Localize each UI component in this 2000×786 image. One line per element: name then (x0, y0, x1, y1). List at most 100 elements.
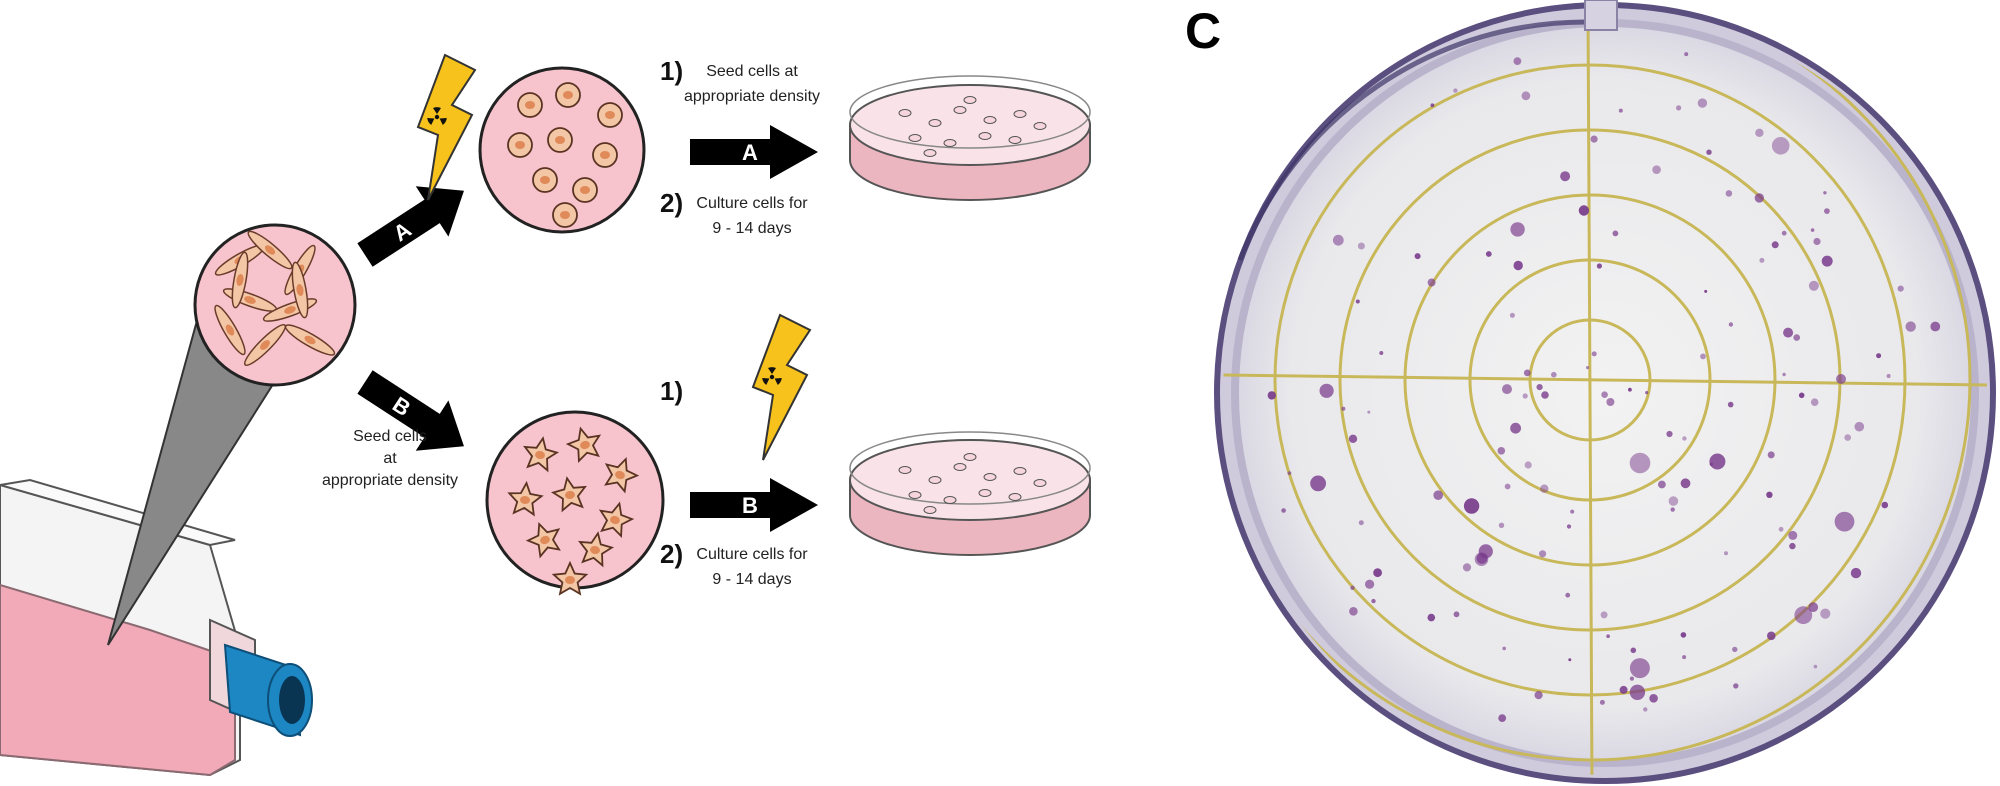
stained-colony (1365, 579, 1375, 589)
cell (532, 167, 558, 193)
cell (550, 476, 587, 513)
path-a: A 1) Seed cells at appropriate density A (357, 53, 1091, 267)
stained-colony (1727, 401, 1734, 408)
path-a-step2-line2: 9 - 14 days (712, 220, 791, 237)
stained-colony (1551, 371, 1557, 378)
stained-colony (1498, 714, 1507, 722)
colony (943, 139, 957, 147)
colony (978, 132, 992, 140)
colony (943, 496, 957, 504)
stained-colony (1930, 321, 1941, 332)
colony (898, 466, 912, 474)
stained-colony (1680, 478, 1691, 489)
stained-colony (1433, 490, 1443, 501)
petri-dish-a (849, 75, 1091, 201)
lightning-bolt-icon (751, 313, 812, 461)
colony (1033, 122, 1047, 130)
stained-colony (1513, 57, 1522, 65)
colony (1013, 110, 1027, 118)
cell (598, 501, 635, 538)
stained-colony (1355, 299, 1360, 304)
stained-colony (1565, 592, 1571, 598)
fibroblast-cell (244, 324, 286, 366)
stained-colony (1371, 598, 1376, 604)
stained-colony (1498, 522, 1505, 528)
stained-colony (1897, 285, 1904, 292)
stained-colony (1793, 334, 1800, 341)
stained-colony (1810, 398, 1819, 407)
colony (983, 116, 997, 124)
colony (963, 96, 977, 104)
colony (1008, 136, 1022, 144)
stained-colony (1541, 391, 1549, 399)
colony (928, 119, 942, 127)
path-b-step2-line1: Culture cells for (696, 546, 808, 563)
irradiated-cells-circle-a (478, 66, 646, 234)
stained-colony (1453, 611, 1460, 618)
stained-colony (1590, 135, 1598, 143)
stained-colony (1771, 137, 1790, 155)
path-a-step2-line1: Culture cells for (696, 195, 808, 212)
stained-colony (1783, 327, 1794, 338)
stained-colony (1813, 237, 1821, 246)
stained-colony (1725, 190, 1733, 197)
stained-colony (1709, 462, 1713, 466)
path-a-step2-number: 2) (660, 188, 683, 218)
stained-colony (1510, 222, 1525, 237)
stained-colony (1453, 88, 1458, 93)
cell (523, 436, 560, 473)
stained-colony (1497, 447, 1506, 455)
stained-colony (1643, 707, 1648, 712)
stained-colony (1463, 498, 1480, 514)
stained-culture-plate (1214, 0, 1996, 784)
stained-colony (1700, 353, 1706, 360)
stained-colony (1373, 568, 1382, 578)
stained-colony (1670, 507, 1675, 512)
stained-colony (1606, 398, 1615, 406)
path-b-seed-line1: Seed cells (353, 428, 427, 445)
stained-colony (1836, 374, 1846, 384)
stained-colony (1586, 366, 1590, 370)
stained-colony (1767, 631, 1776, 641)
stained-colony (1618, 108, 1623, 113)
stained-colony (1540, 484, 1549, 493)
stained-colony (1789, 542, 1796, 550)
radiation-trefoil-icon (762, 367, 782, 387)
stained-colony (1808, 602, 1819, 613)
stained-colony (1606, 634, 1610, 638)
stained-colony (1504, 483, 1511, 490)
path-b-seed-line3: appropriate density (322, 472, 458, 489)
stained-colony (1886, 373, 1891, 379)
cell (551, 560, 589, 596)
fibroblast-cell (231, 251, 249, 309)
lightning-bolt-icon (416, 53, 477, 201)
stained-colony (1823, 191, 1827, 195)
seeded-cells-circle-b (485, 410, 665, 596)
stained-colony (1287, 471, 1292, 475)
stained-colony (1502, 384, 1512, 395)
stained-colony (1668, 496, 1679, 506)
stained-colony (1820, 608, 1831, 619)
flask-cap (223, 643, 313, 737)
stained-colony (1509, 312, 1515, 318)
stained-colony (1332, 234, 1344, 246)
cell (525, 521, 561, 559)
stained-colony (1502, 646, 1506, 651)
grid-ring (1223, 11, 1972, 762)
stained-colony (1649, 694, 1658, 703)
stained-colony (1704, 289, 1708, 293)
stained-colony (1612, 230, 1619, 237)
stained-colony (1733, 683, 1739, 689)
stained-colony (1536, 384, 1543, 391)
fibroblast-cell (214, 304, 246, 356)
colony (963, 453, 977, 461)
stained-colony (1754, 193, 1765, 203)
stained-colony (1358, 520, 1364, 526)
stained-colony (1462, 563, 1472, 572)
stained-colony (1566, 524, 1572, 529)
stained-colony (1319, 383, 1334, 398)
stained-colony (1414, 253, 1421, 260)
stained-colony (1771, 241, 1779, 249)
path-a-step1-line2: appropriate density (684, 88, 820, 105)
